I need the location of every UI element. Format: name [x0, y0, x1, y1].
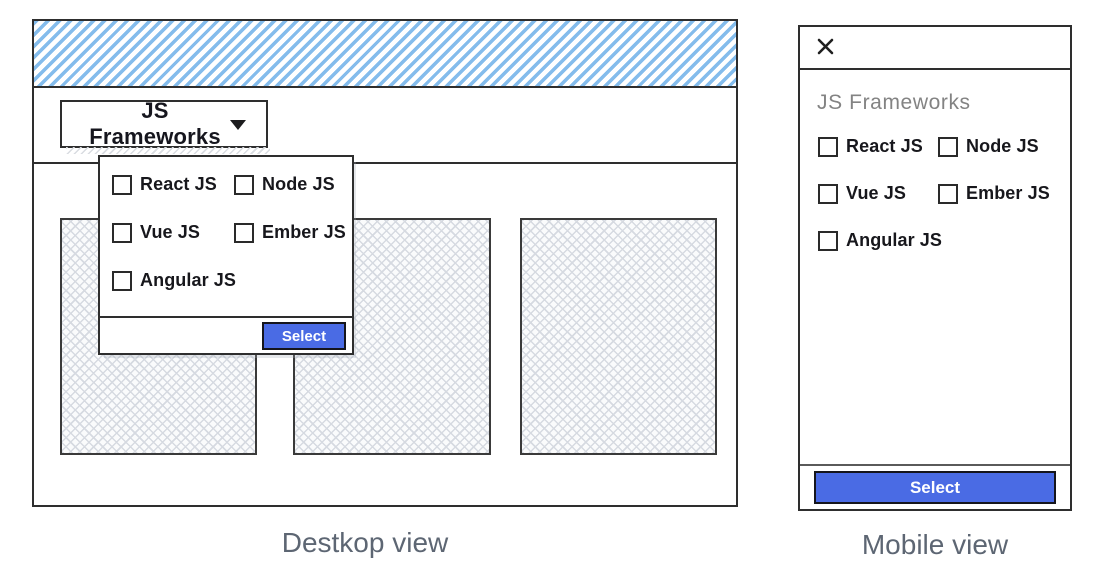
mobile-view-caption: Mobile view	[861, 529, 1009, 560]
close-icon	[815, 36, 836, 60]
option-react-js[interactable]: React JS	[818, 134, 938, 159]
option-vue-js[interactable]: Vue JS	[818, 181, 938, 206]
checkbox-node-js[interactable]	[234, 174, 254, 195]
option-label: React JS	[140, 174, 217, 194]
checkbox-vue-js[interactable]	[112, 222, 132, 243]
content-placeholder-box-3	[520, 218, 717, 455]
mobile-view-frame: JS Frameworks React JS Node JS Vue JS Em…	[798, 25, 1072, 511]
option-angular-js[interactable]: Angular JS	[112, 268, 237, 293]
option-ember-js[interactable]: Ember JS	[234, 220, 346, 245]
option-label: Vue JS	[140, 222, 200, 242]
dropdown-panel-footer: Select	[100, 316, 352, 353]
checkbox-node-js[interactable]	[938, 136, 958, 157]
caret-down-icon	[230, 120, 246, 130]
option-label: Angular JS	[140, 270, 237, 290]
desktop-view-caption: Destkop view	[281, 527, 449, 558]
checkbox-angular-js[interactable]	[818, 230, 838, 251]
close-button[interactable]	[813, 36, 837, 60]
select-button[interactable]: Select	[262, 322, 346, 350]
option-ember-js[interactable]: Ember JS	[938, 181, 1062, 206]
option-angular-js[interactable]: Angular JS	[818, 228, 942, 253]
select-button[interactable]: Select	[814, 471, 1056, 504]
desktop-view-frame: JS Frameworks React JS Node JS Vue JS	[32, 19, 738, 507]
checkbox-react-js[interactable]	[818, 136, 838, 157]
option-label: Node JS	[966, 136, 1039, 156]
mobile-panel-title: JS Frameworks	[817, 91, 971, 114]
option-react-js[interactable]: React JS	[112, 172, 234, 197]
mobile-options-grid: React JS Node JS Vue JS Ember JS Angular…	[818, 134, 1062, 253]
option-label: Angular JS	[846, 230, 943, 250]
option-label: Vue JS	[846, 183, 906, 203]
checkbox-ember-js[interactable]	[234, 222, 254, 243]
option-vue-js[interactable]: Vue JS	[112, 220, 234, 245]
option-label: Ember JS	[262, 222, 346, 242]
mobile-footer: Select	[800, 464, 1070, 509]
checkbox-ember-js[interactable]	[938, 183, 958, 204]
mobile-header-bar	[800, 27, 1070, 70]
dropdown-button-label: JS Frameworks	[89, 98, 221, 149]
option-label: Ember JS	[966, 183, 1050, 203]
dropdown-options-grid: React JS Node JS Vue JS Ember JS Angular…	[100, 157, 352, 293]
checkbox-angular-js[interactable]	[112, 270, 132, 291]
checkbox-react-js[interactable]	[112, 174, 132, 195]
option-label: React JS	[846, 136, 923, 156]
checkbox-vue-js[interactable]	[818, 183, 838, 204]
js-frameworks-dropdown-button[interactable]: JS Frameworks	[60, 98, 270, 154]
desktop-header-hatched-placeholder	[34, 21, 736, 88]
option-label: Node JS	[262, 174, 335, 194]
content-divider-line	[34, 162, 736, 164]
option-node-js[interactable]: Node JS	[938, 134, 1062, 159]
frameworks-dropdown-panel: React JS Node JS Vue JS Ember JS Angular…	[98, 155, 354, 355]
option-node-js[interactable]: Node JS	[234, 172, 346, 197]
